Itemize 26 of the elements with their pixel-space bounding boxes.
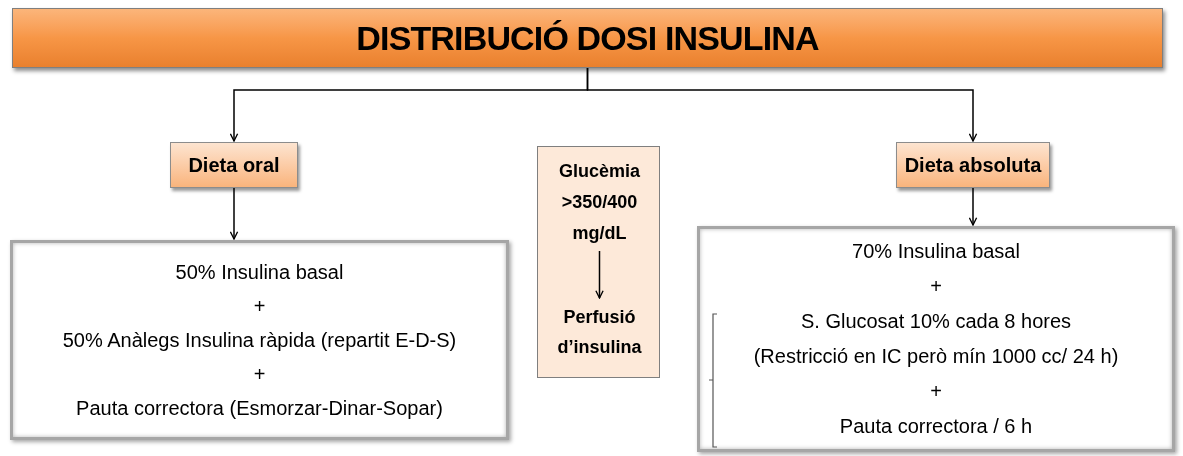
content-line: 50% Insulina basal [175,260,344,285]
content-line: (Restricció en IC però mín 1000 cc/ 24 h) [753,344,1119,369]
content-line: 50% Anàlegs Insulina ràpida (repartit E-D-S) [62,328,457,353]
treatment-text: Perfusió d’insulina [546,299,653,365]
content-line: 70% Insulina basal [852,239,1020,264]
content-line: Pauta correctora / 6 h [839,414,1033,439]
arrow [595,250,604,299]
content-line: + [930,274,942,299]
condition-text: Glucèmia >350/400 mg/dL [546,153,653,251]
category-box [896,142,1050,188]
content-box [10,240,509,440]
arrow [586,67,978,142]
content-line: Pauta correctora (Esmorzar-Dinar-Sopar) [76,396,443,421]
note-box [537,146,660,378]
content-line: + [253,362,266,387]
title-text: DISTRIBUCIÓ DOSI INSULINA [356,17,819,59]
content-line: + [253,294,266,319]
arrow [968,187,978,226]
category-box [170,142,298,188]
arrow [229,187,239,240]
title-banner [12,8,1163,68]
category-label: Dieta oral [188,153,280,178]
category-label: Dieta absoluta [904,153,1042,178]
content-box [697,226,1175,452]
content-line: + [930,379,942,404]
content-line: S. Glucosat 10% cada 8 hores [800,309,1072,334]
